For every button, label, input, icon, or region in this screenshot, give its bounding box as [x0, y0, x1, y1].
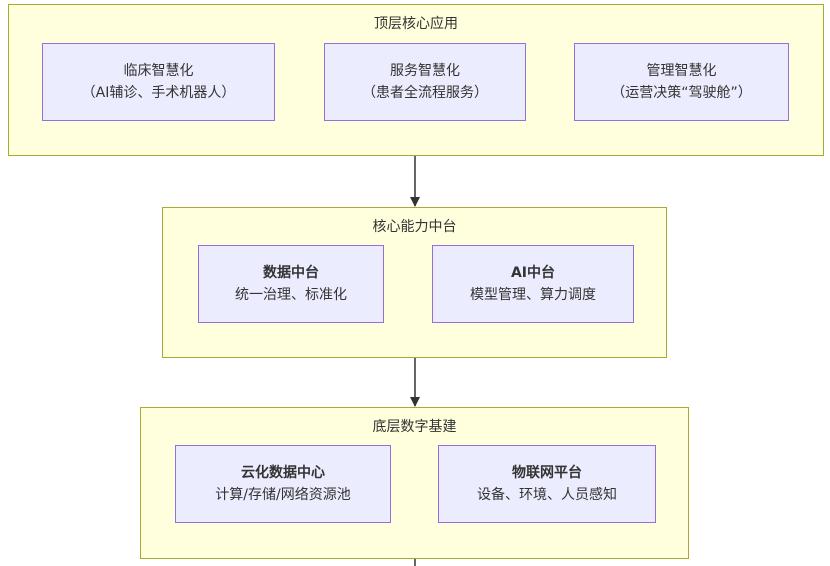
node-service-title: 服务智慧化 — [390, 63, 460, 79]
group-title-top: 顶层核心应用 — [374, 16, 458, 32]
node-management: 管理智慧化 （运营决策“驾驶舱”） — [574, 43, 789, 121]
node-data-platform: 数据中台 统一治理、标准化 — [198, 245, 384, 323]
group-digital-infrastructure: 底层数字基建 云化数据中心 计算/存储/网络资源池 物联网平台 设备、环境、人员… — [140, 407, 689, 559]
node-iot-platform: 物联网平台 设备、环境、人员感知 — [438, 445, 656, 523]
node-clinical-desc: （AI辅诊、手术机器人） — [81, 85, 236, 101]
node-cloud-datacenter-title: 云化数据中心 — [241, 465, 325, 481]
node-iot-platform-title: 物联网平台 — [512, 465, 582, 481]
node-clinical: 临床智慧化 （AI辅诊、手术机器人） — [42, 43, 275, 121]
node-data-platform-title: 数据中台 — [263, 265, 319, 281]
node-management-desc: （运营决策“驾驶舱”） — [611, 85, 752, 101]
node-ai-platform-desc: 模型管理、算力调度 — [470, 287, 596, 303]
node-clinical-title: 临床智慧化 — [123, 63, 194, 79]
node-management-title: 管理智慧化 — [646, 63, 717, 79]
group-top-applications: 顶层核心应用 临床智慧化 （AI辅诊、手术机器人） 服务智慧化 （患者全流程服务… — [8, 4, 824, 156]
node-data-platform-desc: 统一治理、标准化 — [235, 287, 347, 303]
node-cloud-datacenter: 云化数据中心 计算/存储/网络资源池 — [175, 445, 391, 523]
group-core-capabilities: 核心能力中台 数据中台 统一治理、标准化 AI中台 模型管理、算力调度 — [162, 207, 667, 358]
node-iot-platform-desc: 设备、环境、人员感知 — [477, 487, 617, 503]
node-cloud-datacenter-desc: 计算/存储/网络资源池 — [215, 487, 351, 503]
node-ai-platform: AI中台 模型管理、算力调度 — [432, 245, 634, 323]
node-service-desc: （患者全流程服务） — [362, 85, 488, 101]
node-ai-platform-title: AI中台 — [510, 265, 556, 281]
node-service: 服务智慧化 （患者全流程服务） — [324, 43, 526, 121]
group-title-bottom: 底层数字基建 — [372, 419, 457, 435]
group-title-middle: 核心能力中台 — [372, 219, 457, 235]
